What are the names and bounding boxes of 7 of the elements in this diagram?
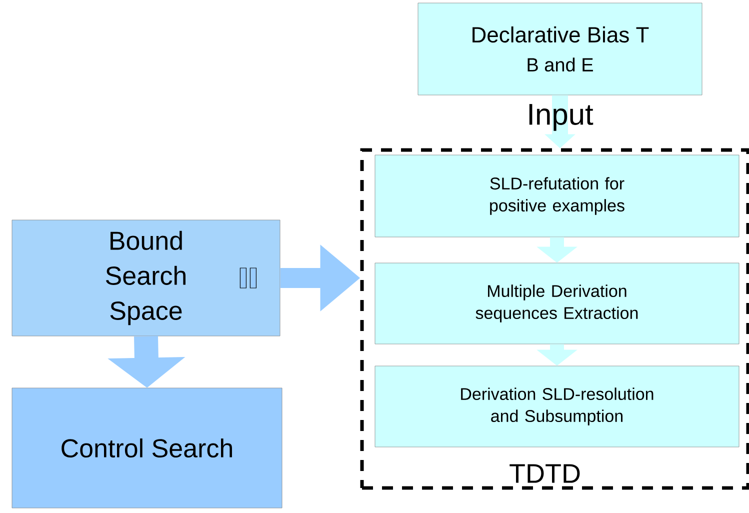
process-box: Declarative Bias T B and E [418,2,702,96]
process-box: Derivation SLD-resolution and Subsumption [374,366,740,448]
process-box: Multiple Derivation sequences Extraction [374,262,740,344]
process-box: SLD-refutation for positive examples [374,154,740,238]
edge-label: Input [529,104,594,131]
process-box: Bound Search Space [12,220,280,336]
frame-title: TDTD [510,464,580,483]
